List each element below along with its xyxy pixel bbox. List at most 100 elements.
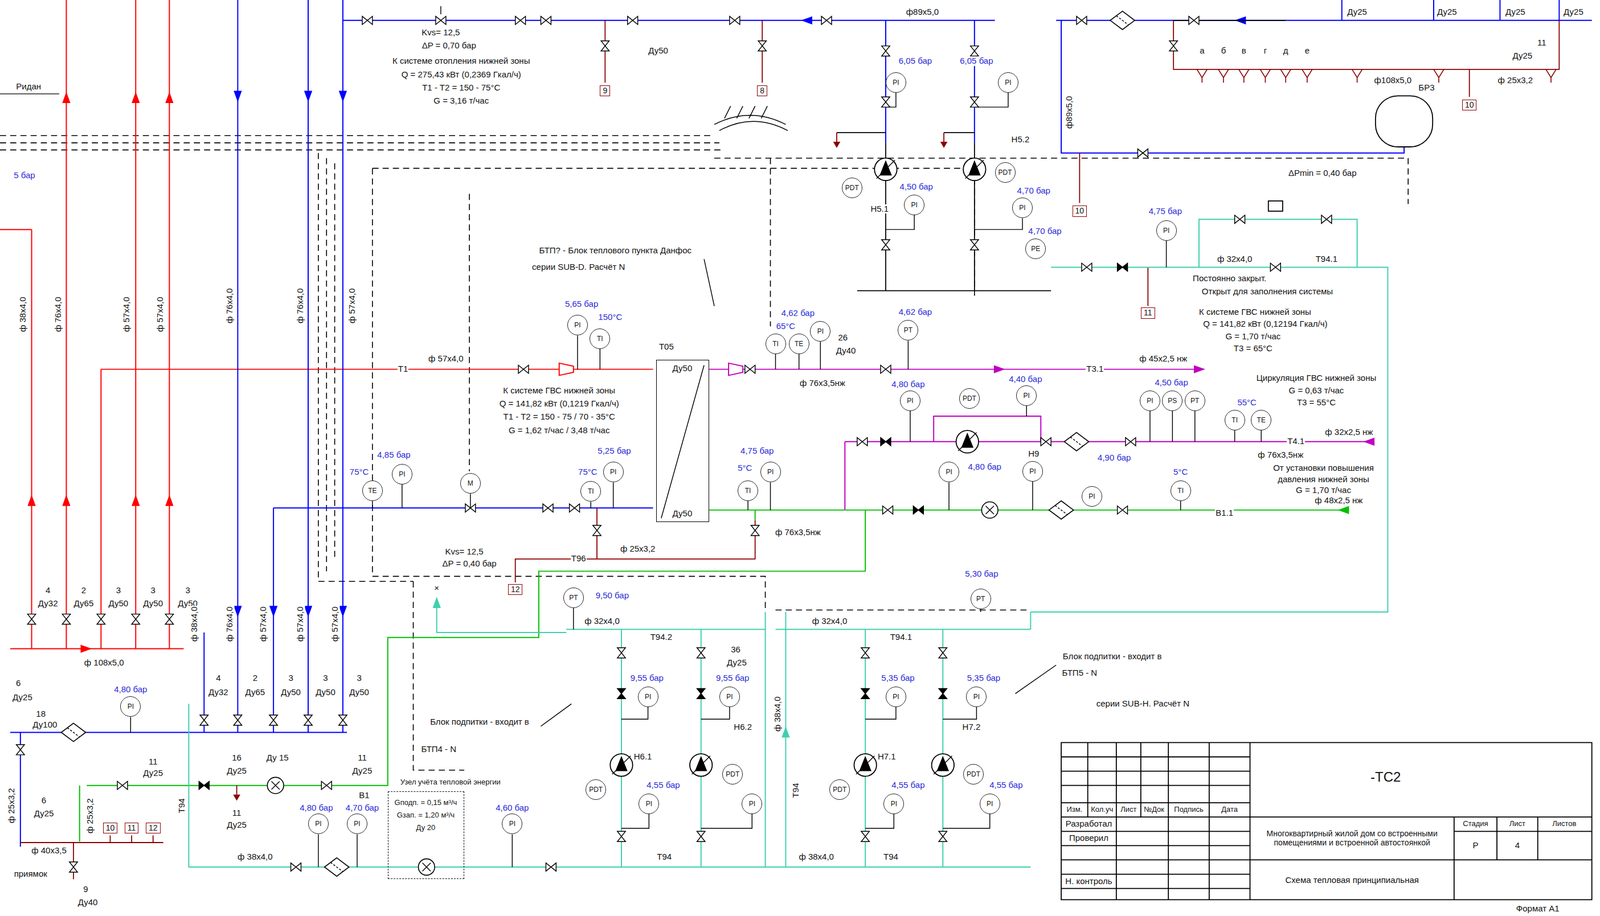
pipe-dimension: ф 57х4,0 xyxy=(258,606,269,644)
node-text: TE xyxy=(1257,416,1266,424)
annotation-text: В1.1 xyxy=(1214,508,1234,519)
reference-box: 12 xyxy=(508,584,523,596)
gauge-reading: 4,55 бар xyxy=(890,780,926,791)
instrument-bubble: PDT xyxy=(963,764,984,785)
instrument-bubble: PI xyxy=(346,813,368,835)
supply-flow-arrow xyxy=(62,91,71,104)
hot-water-pipe xyxy=(709,363,1373,511)
drain-outlet xyxy=(833,132,841,149)
annotation-text: ф 76х3,5нж xyxy=(799,378,846,389)
shutoff-valve xyxy=(542,504,554,513)
annotation-text: Циркуляция ГВС нижней зоны xyxy=(1255,373,1377,384)
gauge-reading: 4,90 бар xyxy=(1097,453,1132,464)
heating-supply-pipe xyxy=(0,0,654,650)
annotation-text: Т94.2 xyxy=(649,632,673,643)
pump-station-pipe xyxy=(836,20,1286,292)
title-block-cell: Дата xyxy=(1220,805,1239,814)
instrument-bubble: PI xyxy=(1081,486,1103,507)
strainer-symbol xyxy=(1064,432,1089,452)
shutoff-valve xyxy=(1169,41,1178,52)
annotation-text: ф 32х4,0 xyxy=(583,616,621,627)
node-text: PI xyxy=(314,820,322,828)
node-text: TE xyxy=(794,340,804,348)
instrument-bubble: PI xyxy=(308,813,329,835)
instrument-bubble: PI xyxy=(1022,461,1043,482)
shutoff-valve xyxy=(881,96,890,108)
instrument-bubble: PI xyxy=(899,390,921,412)
instrument-bubble: TI xyxy=(1170,480,1192,502)
node-text: 8 xyxy=(759,86,765,96)
annotation-text: б xyxy=(1220,46,1227,56)
gauge-reading: 65°C xyxy=(775,321,797,332)
instrument-bubble: PI xyxy=(567,314,588,336)
title-block-grid xyxy=(1061,742,1593,900)
node-text: PI xyxy=(610,468,617,476)
cold-water-pipe xyxy=(79,510,1348,842)
hot-water-arrow xyxy=(1193,365,1206,374)
instrument-bubble: PI xyxy=(741,794,763,815)
annotation-text: 3 xyxy=(322,673,329,684)
reference-box: 8 xyxy=(756,85,768,97)
supply-flow-arrow xyxy=(165,494,174,507)
shutoff-valve xyxy=(617,831,626,842)
instrument-bubble: PI xyxy=(903,194,925,216)
annotation-text: Ду50 xyxy=(348,688,370,698)
annotation-text: ф 32х4,0 xyxy=(811,616,849,627)
instrument-bubble: PDT xyxy=(722,764,743,785)
shutoff-valve xyxy=(435,16,446,25)
cable-hatch xyxy=(714,105,788,131)
gauge-reading: 6,05 бар xyxy=(959,56,994,67)
annotation-text: а xyxy=(1199,46,1205,56)
gauge-reading: 75°C xyxy=(349,467,370,478)
node-text: PI xyxy=(767,468,774,476)
drain-funnel xyxy=(1545,69,1557,83)
annotation-text: ф89х5,0 xyxy=(905,7,940,18)
shutoff-valve xyxy=(233,715,242,726)
node-text: Gподп. = 0,15 м³/ч xyxy=(394,799,458,808)
title-block-cell: Стадия xyxy=(1462,820,1489,829)
annotation-text: ф 25х3,2 xyxy=(1497,75,1534,86)
shutoff-valve xyxy=(745,365,756,374)
shutoff-valve xyxy=(617,648,626,659)
pipe-dimension: ф 76х4,0 xyxy=(53,296,64,333)
reference-box: 10 xyxy=(103,823,118,834)
shutoff-valve xyxy=(304,715,313,726)
annotation-text: Ду40 xyxy=(77,898,99,908)
hot-water-pipe xyxy=(728,363,743,376)
shutoff-valve xyxy=(1234,215,1246,224)
gauge-reading: 9,50 бар xyxy=(595,591,630,601)
node-text: PI xyxy=(726,693,733,701)
annotation-text: T1 - T2 = 150 - 75 / 70 - 35°C xyxy=(502,412,616,423)
shutoff-valve xyxy=(857,438,868,446)
title-block-grid xyxy=(1061,742,1593,900)
annotation-text: Ду25 xyxy=(33,809,55,820)
node-text: PT xyxy=(569,594,578,602)
pipe-dimension: ф 76х4,0 xyxy=(224,288,235,325)
annotation-text: Т96 xyxy=(570,554,587,564)
instrument-bubble: PDT xyxy=(829,779,850,801)
shutoff-valve xyxy=(861,688,870,699)
annotation-text: Ду25 xyxy=(1512,51,1534,61)
annotation-text: Ду50 xyxy=(647,46,669,56)
node-text: M xyxy=(467,480,474,488)
shutoff-valve xyxy=(545,863,556,872)
annotation-text: Ду50 xyxy=(280,688,302,698)
annotation-text: Q = 141,82 кВт (0,12194 Гкал/ч) xyxy=(1202,319,1328,330)
shutoff-valve xyxy=(627,16,638,25)
cold-water-pipe xyxy=(79,510,1348,842)
instrument-bubble: TE xyxy=(362,480,383,502)
node-text: Ду50 xyxy=(672,363,694,374)
pump-symbol xyxy=(963,158,986,181)
pipe-dimension: Т94 xyxy=(791,782,801,799)
instrument-bubble: PI xyxy=(1156,220,1177,241)
return-flow-arrow xyxy=(233,16,1246,618)
impulse-line xyxy=(0,6,1262,868)
annotation-text: Ду65 xyxy=(244,688,267,698)
gauge-reading: 4,60 бар xyxy=(494,803,530,814)
gauge-reading: 4,70 бар xyxy=(1016,186,1051,196)
annotation-text: в xyxy=(1241,46,1247,56)
shutoff-valve xyxy=(518,365,529,374)
annotation-text: К системе ГВС нижней зоны xyxy=(502,386,616,396)
shutoff-valve xyxy=(131,614,140,625)
gauge-reading: 4,85 бар xyxy=(376,450,411,461)
